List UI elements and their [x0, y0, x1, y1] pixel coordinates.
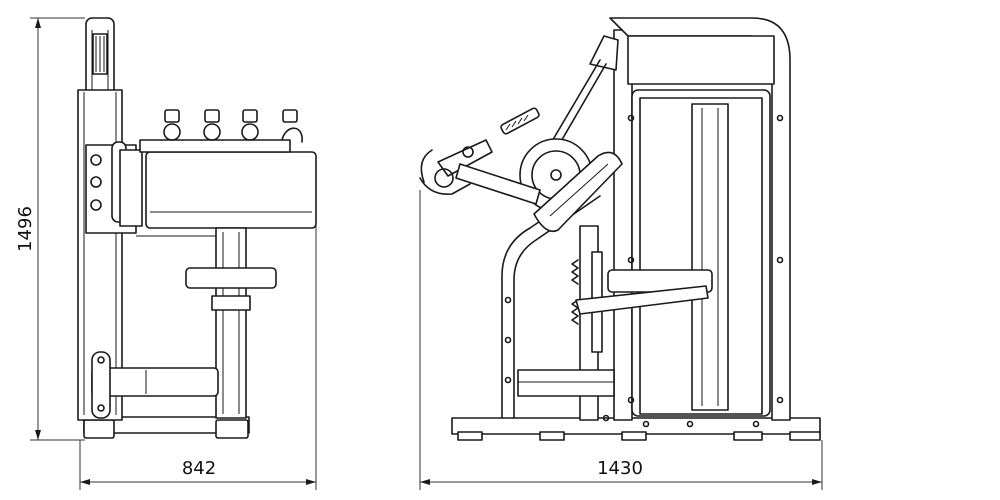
height-dimension-label: 1496 [15, 206, 36, 252]
side-length-dimension: 1430 [419, 190, 823, 490]
side-length-dimension-label: 1430 [597, 458, 643, 479]
front-width-dimension-label: 842 [182, 458, 216, 479]
front-width-dimension: 842 [79, 225, 317, 490]
side-view [419, 17, 821, 441]
adjustment-knobs [163, 109, 303, 143]
front-view [77, 17, 317, 439]
height-dimension: 1496 [15, 17, 85, 441]
